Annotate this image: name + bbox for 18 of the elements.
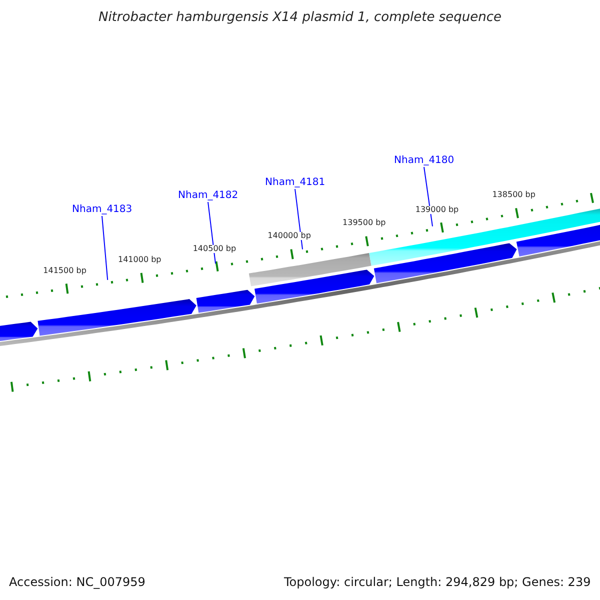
scale-label: 139500 bp — [342, 219, 387, 228]
scale-label: 141000 bp — [117, 256, 162, 264]
leader-line — [294, 188, 303, 250]
footer-text: Topology: circular; Length: 294,829 bp; Genes: 239 — [284, 576, 591, 588]
title: Nitrobacter hamburgensis X14 plasmid 1, complete sequence — [97, 11, 503, 24]
leader-line — [424, 166, 433, 227]
scale-label: 138500 bp — [491, 191, 536, 200]
leader-line — [208, 202, 216, 264]
footer-text: Accession: NC_007959 — [9, 576, 146, 588]
scale-label: 140000 bp — [266, 232, 312, 240]
scale-label: 139000 bp — [414, 206, 460, 214]
gene-label: Nham_4182 — [178, 191, 238, 201]
scale-label: 141500 bp — [42, 266, 88, 275]
scale-label: 140500 bp — [192, 244, 238, 253]
gene-label: Nham_4183 — [72, 205, 132, 215]
gene-label: Nham_4181 — [265, 178, 326, 188]
leader-line — [102, 216, 108, 280]
gene-label: Nham_4180 — [394, 156, 454, 166]
